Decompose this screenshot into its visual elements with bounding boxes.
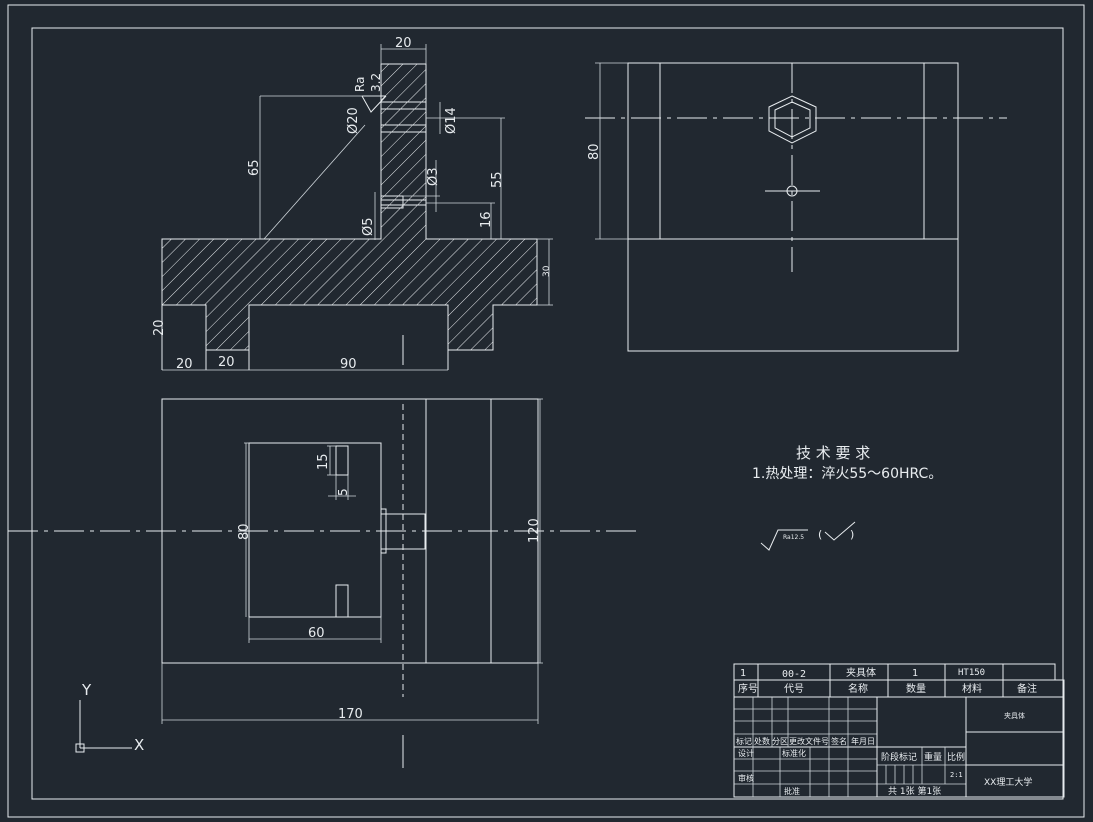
- paren-close: ): [850, 528, 854, 541]
- roughness-ra: Ra: [353, 77, 367, 92]
- top-dim-170: 170: [338, 707, 363, 722]
- dim-dia5: Ø5: [361, 217, 376, 236]
- ucs-icon: Y X: [75, 681, 144, 754]
- ucs-y-label: Y: [81, 681, 92, 699]
- tb-approve: 批准: [784, 786, 800, 796]
- dim-65: 65: [247, 159, 262, 176]
- tech-title: 技 术 要 求: [796, 444, 870, 462]
- dim-dia14: Ø14: [444, 107, 459, 134]
- tb-zone: 分区: [772, 737, 788, 746]
- tb-school: XX理工大学: [984, 776, 1032, 788]
- tb-sheets: 共 1张 第1张: [888, 785, 941, 797]
- dim-dia20: Ø20: [346, 107, 361, 134]
- header-seq: 序号: [738, 682, 758, 695]
- outer-frame: [7, 4, 1085, 818]
- dim-55: 55: [490, 171, 505, 188]
- tb-design: 设计: [738, 748, 754, 758]
- header-material: 材料: [962, 682, 982, 695]
- dim-30: 30: [542, 265, 552, 277]
- top-dim-15: 15: [316, 453, 331, 470]
- tb-mark: 标记: [736, 736, 752, 746]
- hex-nut-symbol: [768, 95, 817, 144]
- top-dim-80: 80: [237, 523, 252, 540]
- tb-drawing-name: 夹具体: [1004, 711, 1025, 720]
- hole-14: [380, 101, 427, 133]
- front-section-body: [161, 63, 538, 351]
- technical-requirements: 技 术 要 求 1.热处理：淬火55～60HRC。 Ra12.5 ( ): [752, 444, 942, 551]
- top-dim-60: 60: [308, 626, 325, 641]
- paren-open: (: [818, 528, 822, 541]
- top-dim-120: 120: [527, 518, 542, 543]
- dim-bottom-90: 90: [340, 357, 357, 372]
- header-qty: 数量: [906, 682, 926, 695]
- part-material: HT150: [958, 668, 985, 678]
- ucs-x-label: X: [134, 736, 144, 754]
- dim-16: 16: [479, 211, 494, 228]
- dim-bottom-20a: 20: [176, 357, 193, 372]
- hole-3: [380, 195, 404, 209]
- tb-scale: 比例: [947, 751, 965, 763]
- header-note: 备注: [1017, 682, 1037, 695]
- side-view[interactable]: 80: [585, 62, 1007, 352]
- dim-dia3: Ø3: [426, 167, 441, 186]
- roughness-value: 3.2: [369, 73, 383, 92]
- tb-stage: 阶段标记: [881, 751, 917, 763]
- part-name: 夹具体: [846, 666, 876, 679]
- tb-sign: 签名: [831, 736, 847, 746]
- tb-count: 处数: [754, 736, 770, 746]
- inner-frame: [31, 27, 1064, 800]
- part-code: 00-2: [782, 669, 806, 680]
- tb-scale-value: 2:1: [950, 771, 963, 779]
- tech-item-1: 1.热处理：淬火55～60HRC。: [752, 466, 942, 482]
- tb-weight: 重量: [924, 751, 942, 763]
- title-block[interactable]: 1 00-2 夹具体 1 HT150 序号 代号 名称 数量 材料 备注 标记 …: [733, 663, 1065, 798]
- roughness-small: Ra12.5: [783, 534, 804, 541]
- dim-bottom-20b: 20: [218, 355, 235, 370]
- header-code: 代号: [784, 683, 804, 695]
- tb-std: 标准化: [782, 748, 806, 758]
- dim-left-20: 20: [152, 319, 167, 336]
- tb-review: 审核: [738, 773, 754, 783]
- dim-top-20: 20: [395, 36, 412, 51]
- part-seq: 1: [740, 668, 746, 679]
- side-dim-80: 80: [587, 143, 602, 160]
- top-dim-5: 5: [336, 488, 350, 496]
- part-qty: 1: [912, 668, 918, 679]
- header-name: 名称: [848, 682, 868, 695]
- tb-date: 年月日: [851, 736, 875, 746]
- tb-change: 更改文件号: [789, 736, 829, 746]
- top-view[interactable]: 15 5 80 60 120 170: [8, 398, 636, 768]
- front-view[interactable]: 20 Ra 3.2 65 Ø20 Ø14 55 Ø3 Ø5 16: [152, 36, 553, 372]
